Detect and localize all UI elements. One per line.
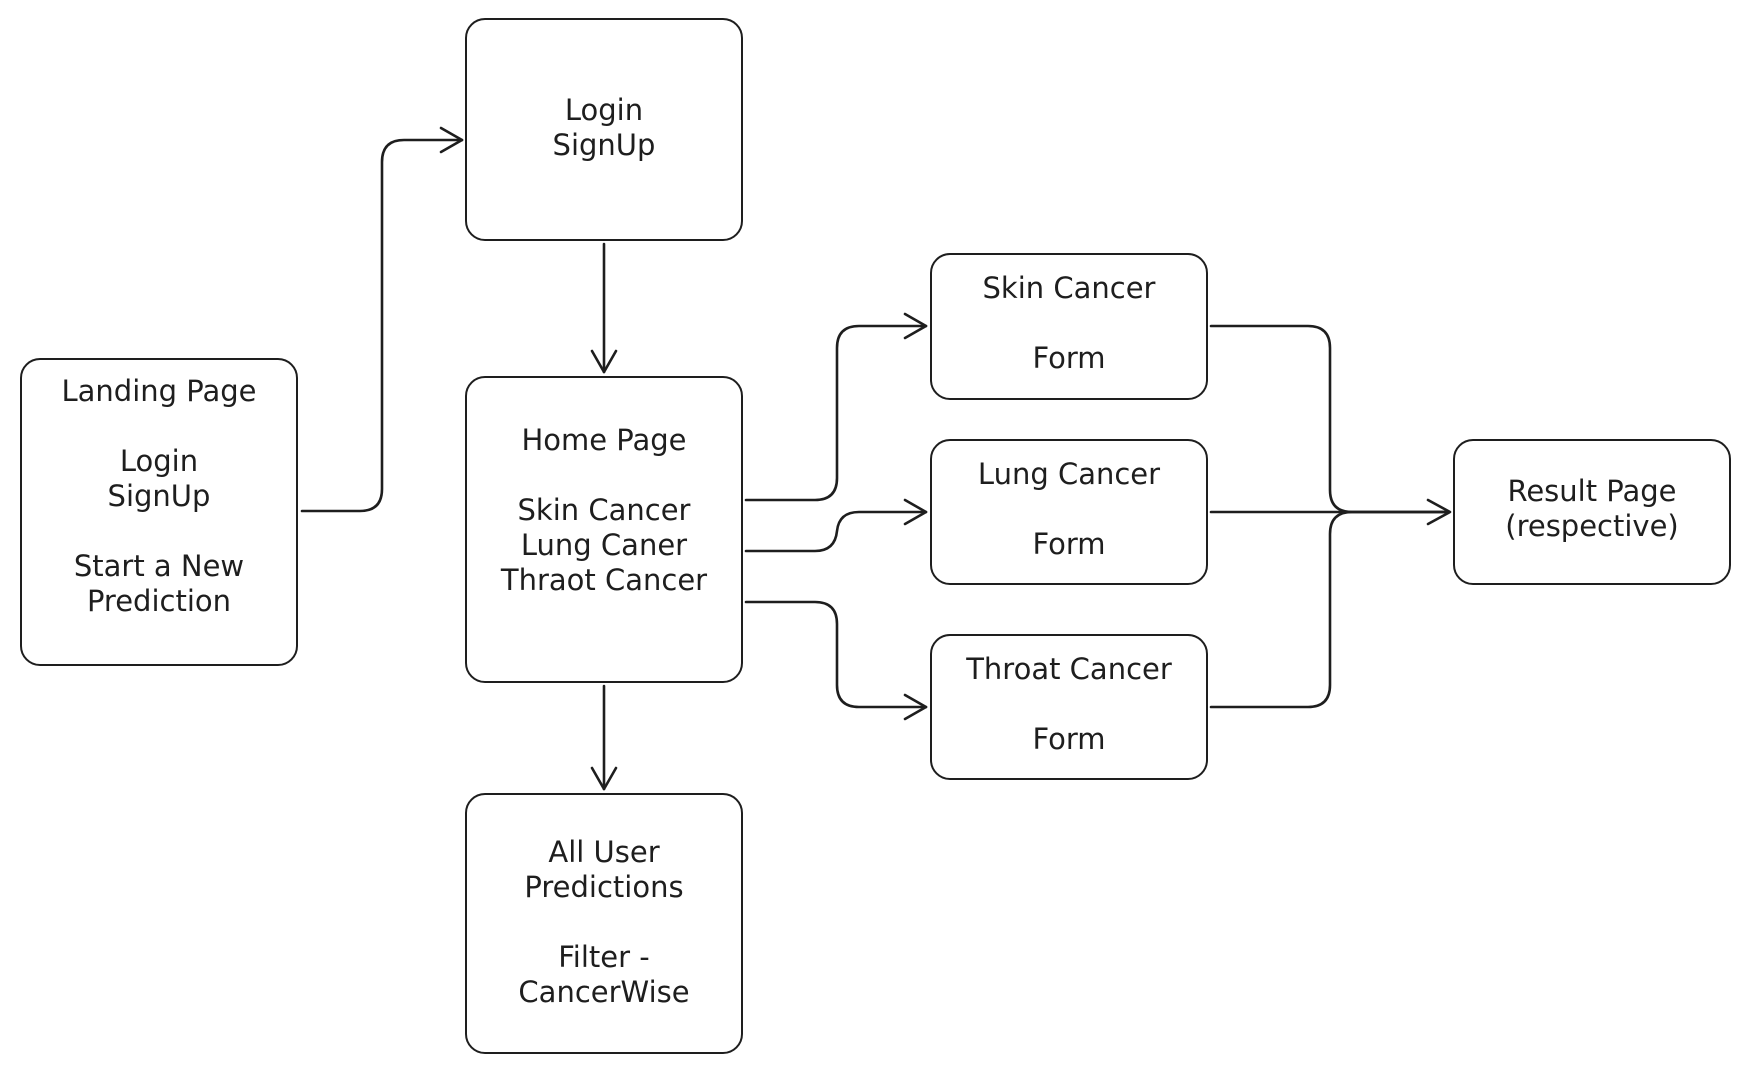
arrowhead-login-to-home — [590, 349, 618, 374]
node-text: Filter - — [558, 940, 650, 974]
line-gap — [467, 458, 741, 493]
node-lung-cancer-form: Lung Cancer Form — [930, 439, 1208, 585]
node-text: Login — [119, 444, 199, 478]
edge-home-to-skin — [744, 324, 928, 502]
edge-home-to-throat — [744, 600, 928, 709]
node-home-page: Home Page Skin Cancer Lung Caner Thraot … — [465, 376, 743, 683]
node-text: Form — [1032, 341, 1106, 375]
line-gap — [932, 306, 1206, 341]
node-text: (respective) — [1505, 509, 1679, 543]
line-gap — [932, 687, 1206, 722]
node-text: SignUp — [107, 479, 211, 513]
node-text: Lung Caner — [520, 528, 688, 562]
node-text: CancerWise — [518, 975, 690, 1009]
arrowhead-landing-to-login — [439, 126, 464, 154]
node-login-signup: Login SignUp — [465, 18, 743, 241]
node-text: Login — [564, 93, 644, 127]
edge-skin-to-result — [1209, 324, 1451, 514]
node-text: Lung Cancer — [977, 457, 1161, 491]
node-skin-cancer-form: Skin Cancer Form — [930, 253, 1208, 400]
arrowhead-home-to-allpred — [590, 766, 618, 791]
arrowhead-to-result — [1426, 498, 1452, 526]
edge-home-to-lung — [744, 510, 928, 553]
node-text: Skin Cancer — [517, 493, 691, 527]
line-gap — [22, 409, 296, 444]
node-text: Form — [1032, 722, 1106, 756]
line-gap — [932, 492, 1206, 527]
edge-landing-to-login — [300, 138, 464, 513]
node-text: Result Page — [1507, 474, 1677, 508]
arrowhead-home-to-throat — [903, 693, 928, 721]
node-text: Form — [1032, 527, 1106, 561]
node-throat-cancer-form: Throat Cancer Form — [930, 634, 1208, 780]
node-text: SignUp — [552, 128, 656, 162]
arrowhead-home-to-skin — [903, 312, 928, 340]
line-gap — [22, 514, 296, 549]
node-text: Home Page — [521, 423, 687, 457]
node-text: Predictions — [524, 870, 684, 904]
node-result-page: Result Page (respective) — [1453, 439, 1731, 585]
node-text: Landing Page — [61, 374, 257, 408]
node-landing-page: Landing Page Login SignUp Start a New Pr… — [20, 358, 298, 666]
node-text: Throat Cancer — [966, 652, 1172, 686]
node-text: Start a New — [73, 549, 245, 583]
edge-throat-to-result — [1209, 510, 1451, 709]
line-gap — [467, 905, 741, 940]
node-text: All User — [548, 835, 660, 869]
arrowhead-home-to-lung — [903, 498, 928, 526]
node-text: Skin Cancer — [982, 271, 1156, 305]
node-text: Thraot Cancer — [500, 563, 708, 597]
node-all-user-predictions: All User Predictions Filter - CancerWise — [465, 793, 743, 1054]
node-text: Prediction — [86, 584, 232, 618]
